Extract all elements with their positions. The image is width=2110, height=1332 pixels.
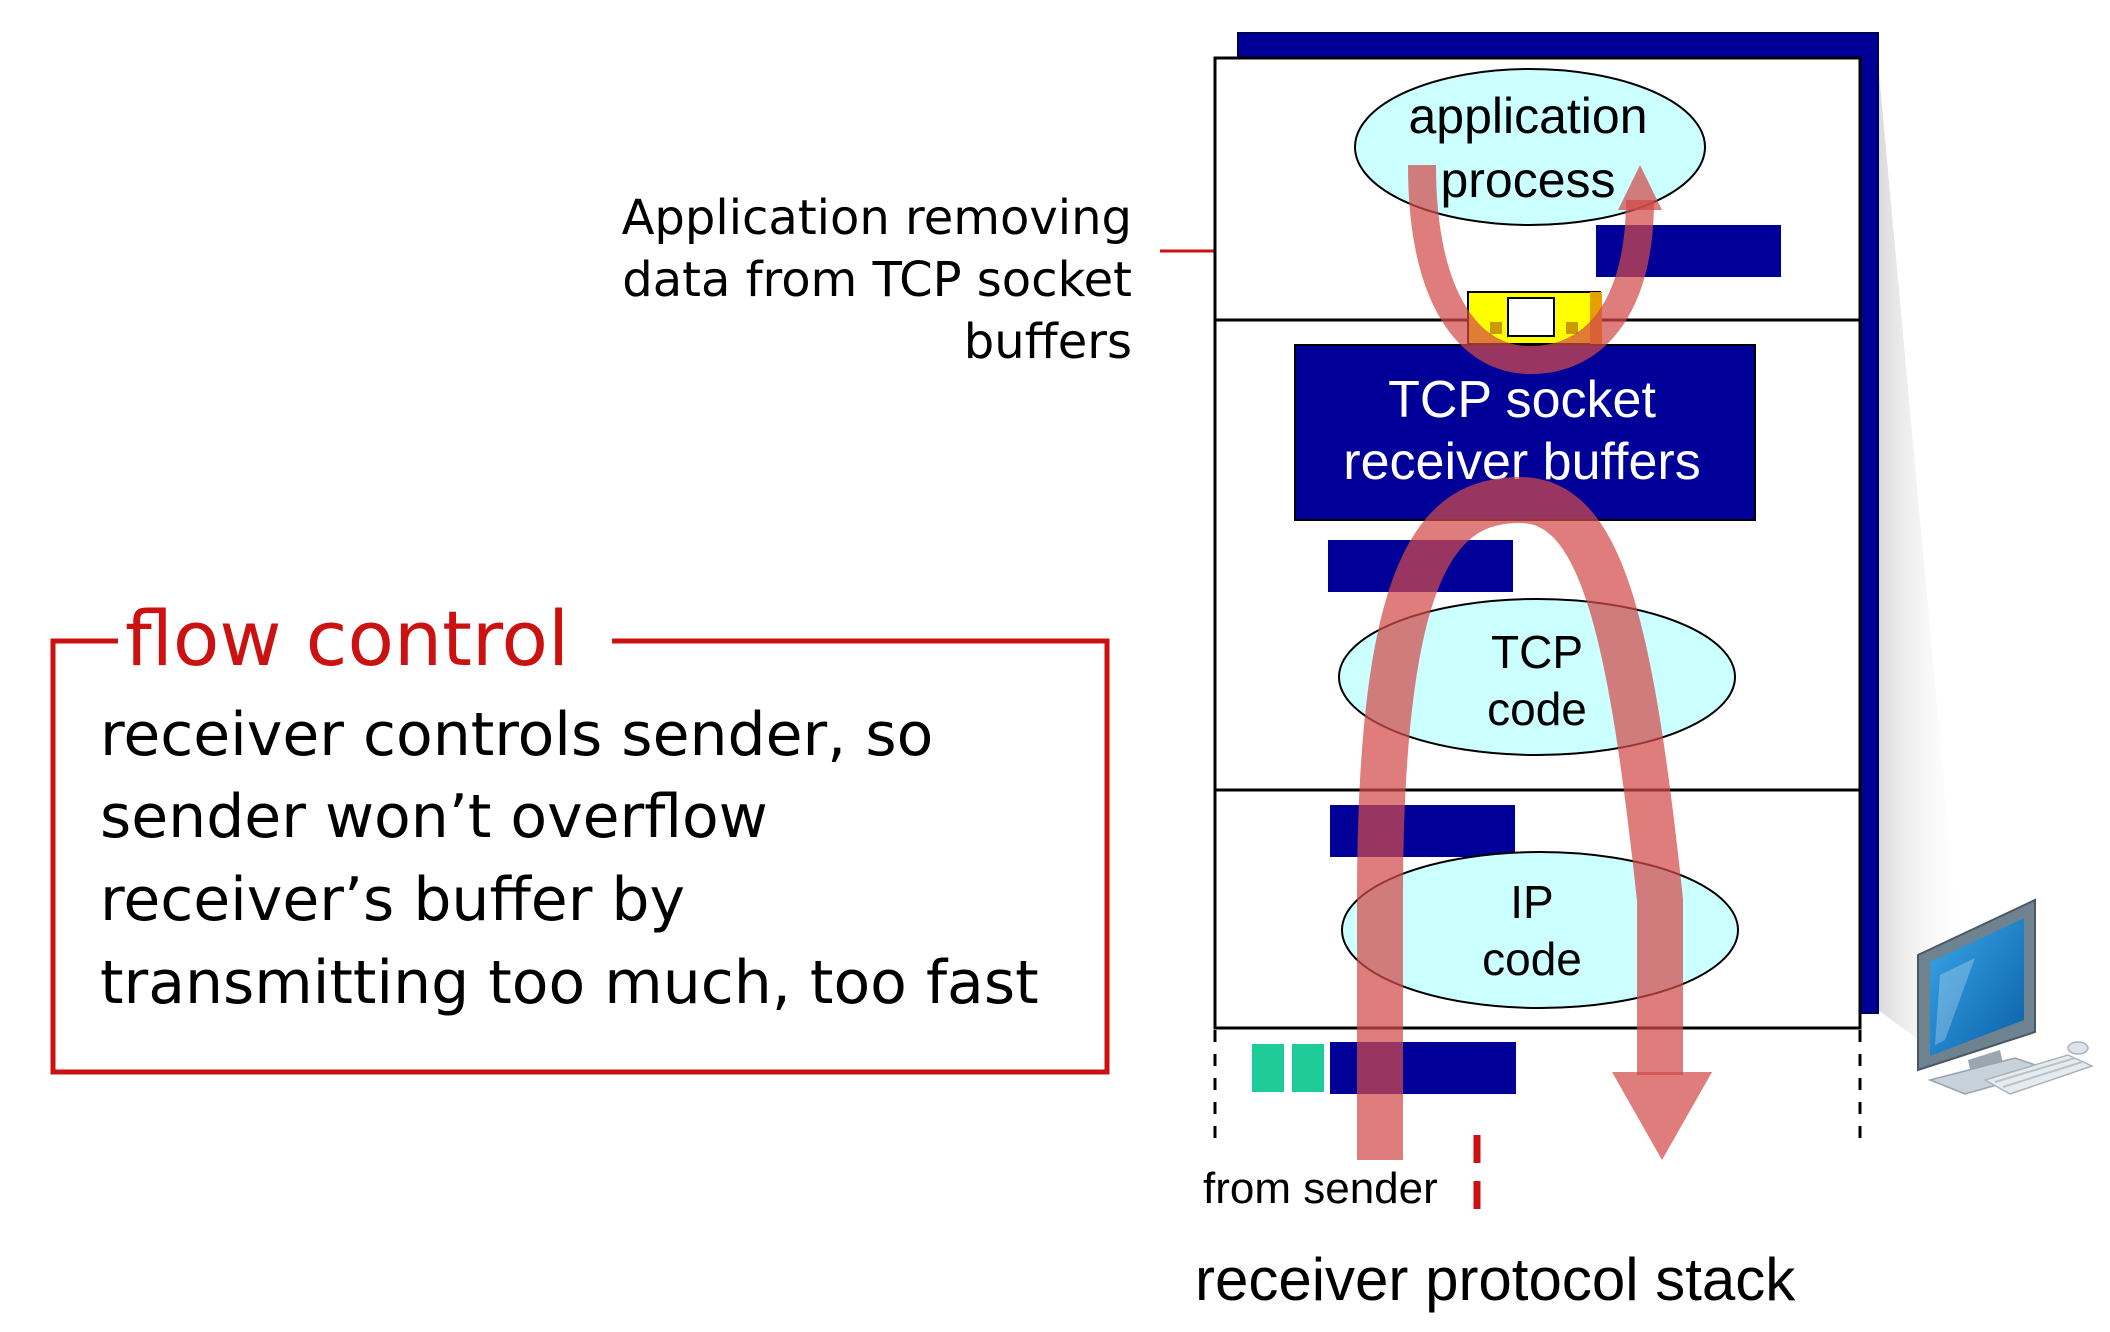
- projection-beam: [1878, 62, 1960, 1070]
- flow-control-title: flow control: [125, 594, 569, 683]
- application-process-bubble: [1354, 68, 1706, 226]
- flow-control-line-2: sender won’t overflow: [100, 782, 768, 852]
- ip-code-line-2: code: [1482, 933, 1582, 985]
- application-process-line-2: process: [1440, 152, 1615, 208]
- annotation-line-3: buffers: [964, 314, 1132, 370]
- flow-control-line-1: receiver controls sender, so: [100, 700, 933, 770]
- socket-buffers-line-1: TCP socket: [1388, 371, 1656, 429]
- flow-control-box: flow control receiver controls sender, s…: [50, 594, 1110, 1075]
- ip-code-line-1: IP: [1510, 876, 1553, 928]
- link-header-segment-1: [1252, 1044, 1284, 1092]
- receiver-protocol-stack-caption: receiver protocol stack: [1195, 1246, 1796, 1313]
- desktop-computer-icon: [1917, 898, 2095, 1095]
- application-process-line-1: application: [1408, 88, 1647, 144]
- link-header-segment-2: [1292, 1044, 1324, 1092]
- application-read-arrowhead: [1618, 165, 1662, 210]
- incoming-data-arrowhead: [1612, 1072, 1712, 1160]
- flow-control-frame: [50, 638, 1110, 1075]
- from-sender-label: from sender: [1203, 1164, 1438, 1213]
- application-removing-annotation: Application removing data from TCP socke…: [622, 190, 1132, 370]
- flow-control-line-3: receiver’s buffer by: [100, 865, 685, 935]
- tcp-code-line-2: code: [1487, 683, 1587, 735]
- tcp-code-line-1: TCP: [1491, 626, 1583, 678]
- application-read-arrow: [1408, 164, 1654, 375]
- incoming-data-arrow: [1357, 476, 1683, 1160]
- annotation-line-1: Application removing: [622, 190, 1132, 246]
- annotation-line-2: data from TCP socket: [622, 252, 1132, 308]
- flow-control-line-4: transmitting too much, too fast: [100, 948, 1039, 1018]
